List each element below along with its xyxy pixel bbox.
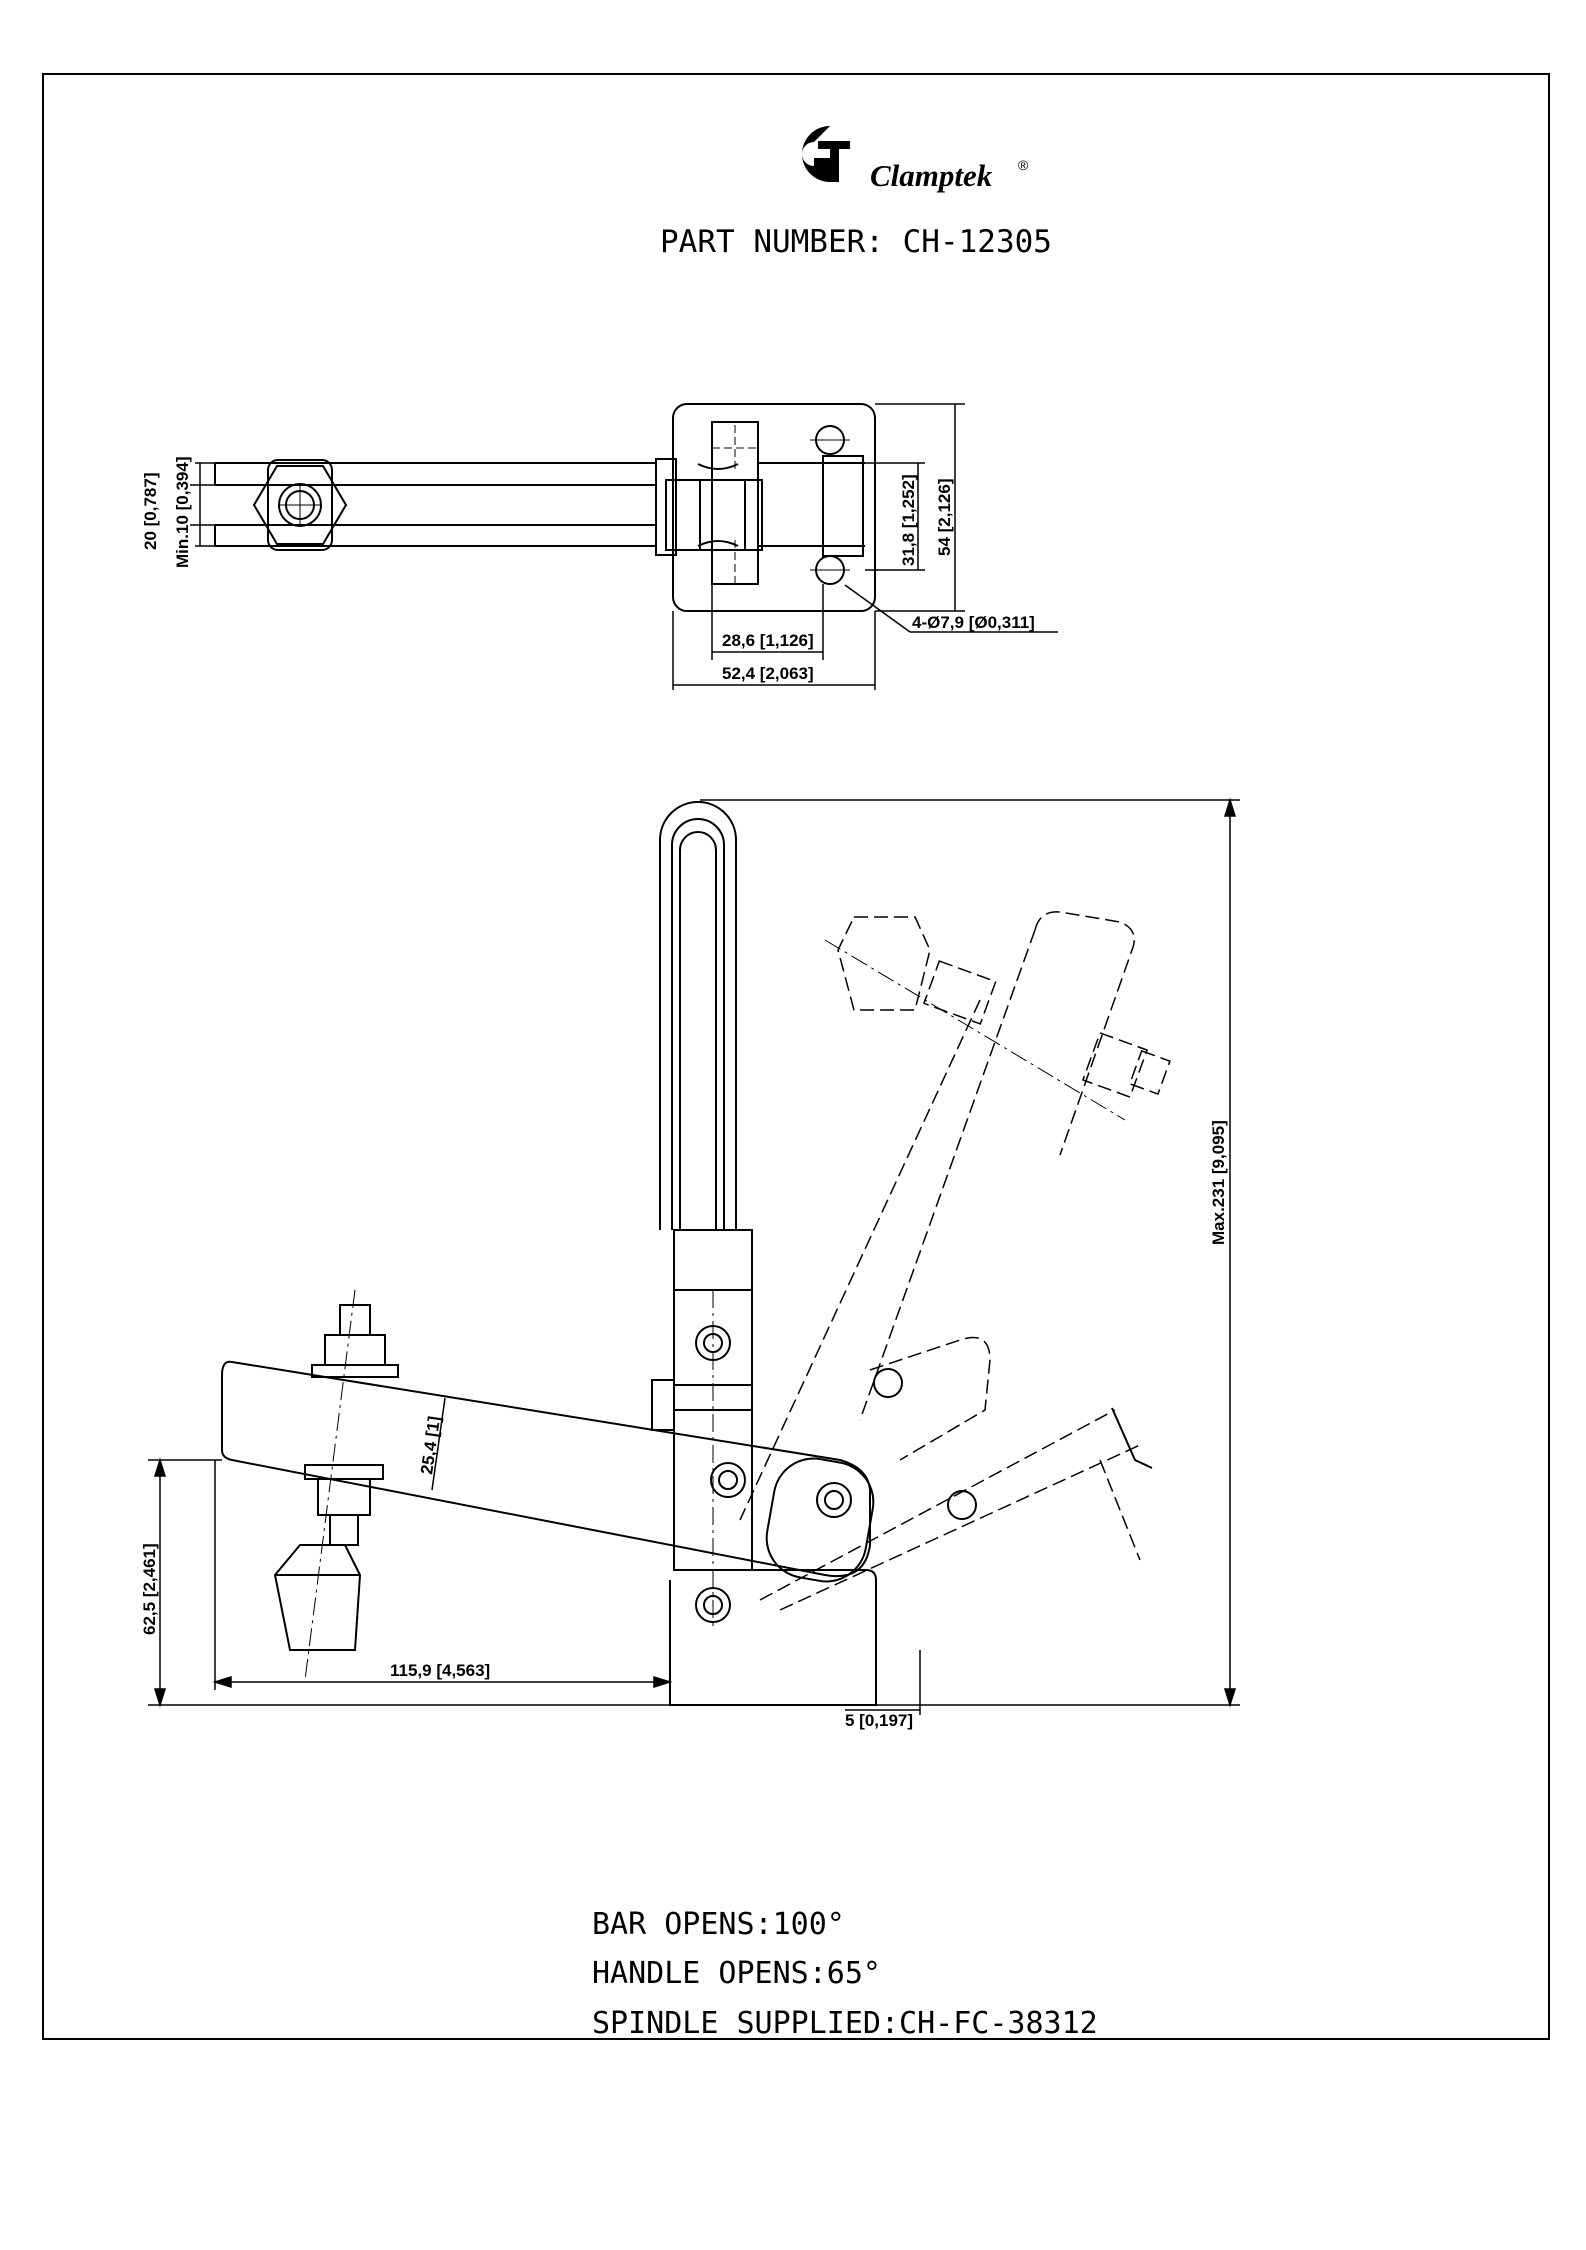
dim-holes: 4-Ø7,9 [Ø0,311] — [912, 613, 1035, 632]
note-handle-opens: HANDLE OPENS:65° — [592, 1956, 881, 1991]
brand-logo — [802, 126, 850, 182]
side-view-open-position — [739, 911, 1171, 1611]
dim-25-4: 25,4 [1] — [417, 1415, 444, 1476]
dim-28-6: 28,6 [1,126] — [722, 631, 814, 650]
dim-115-9: 115,9 [4,563] — [390, 1661, 490, 1680]
drawing-border — [42, 73, 1550, 2040]
dim-52-4: 52,4 [2,063] — [722, 664, 814, 683]
note-bar-opens: BAR OPENS:100° — [592, 1907, 845, 1942]
side-view — [221, 801, 877, 1706]
dim-62-5: 62,5 [2,461] — [140, 1543, 159, 1635]
center-lines — [304, 939, 1126, 1681]
top-view-dimensions — [190, 403, 1058, 690]
dim-min-10: Min.10 [0,394] — [173, 457, 192, 569]
dim-5: 5 [0,197] — [845, 1711, 913, 1730]
dim-max-231: Max.231 [9,095] — [1209, 1120, 1228, 1245]
dim-54: 54 [2,126] — [935, 479, 954, 557]
registered-mark: ® — [1018, 157, 1029, 173]
dim-31-8: 31,8 [1,252] — [899, 474, 918, 566]
dim-20: 20 [0,787] — [141, 473, 160, 551]
side-view-open-solid — [873, 1368, 1153, 1520]
note-spindle-supplied: SPINDLE SUPPLIED:CH-FC-38312 — [592, 2006, 1098, 2041]
top-view — [214, 403, 876, 612]
brand-name: Clamptek — [870, 158, 993, 193]
side-view-dimensions — [148, 797, 1240, 1715]
part-number: PART NUMBER: CH-12305 — [660, 224, 1052, 260]
